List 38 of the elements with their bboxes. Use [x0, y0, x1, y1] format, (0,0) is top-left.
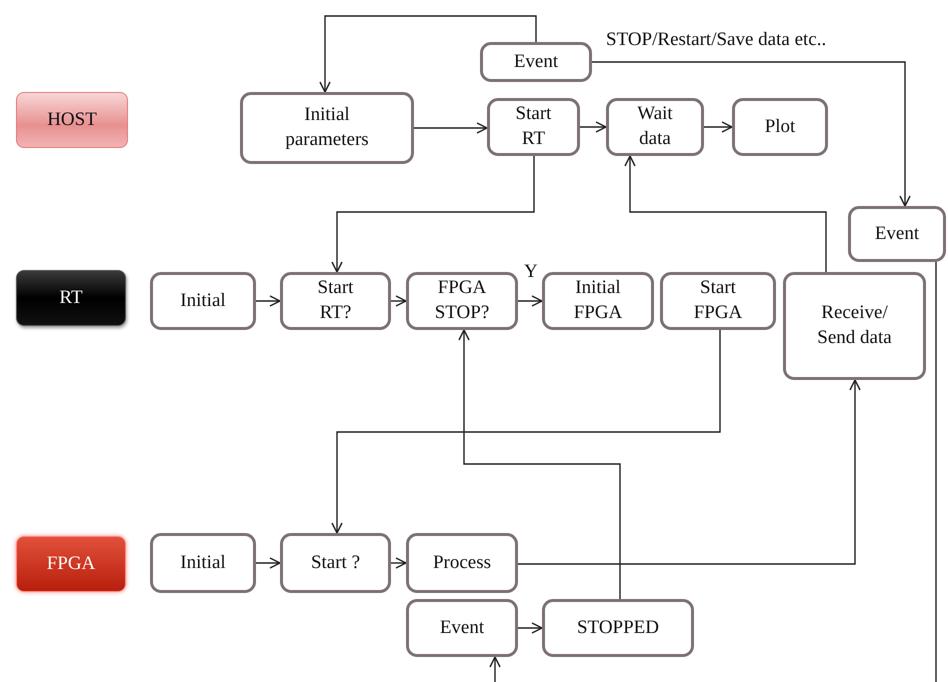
arrow	[624, 155, 827, 272]
arrow	[518, 622, 543, 634]
arrow	[458, 329, 621, 599]
arrow	[319, 15, 537, 93]
process-box: FPGA STOP?	[406, 272, 518, 330]
process-box: Initial FPGA	[542, 272, 654, 330]
arrow	[256, 295, 281, 307]
arrow	[256, 557, 281, 569]
arrow	[331, 156, 535, 273]
arrow	[331, 330, 721, 534]
process-box: Start RT	[487, 98, 580, 156]
arrow	[391, 557, 407, 569]
lane-label: FPGA	[16, 536, 126, 592]
process-box: Initial	[150, 533, 256, 593]
connector-line	[935, 262, 937, 682]
arrow	[489, 656, 501, 682]
arrow	[414, 122, 488, 134]
arrow	[592, 61, 911, 207]
process-box: STOPPED	[542, 599, 694, 657]
arrow	[391, 295, 407, 307]
lane-label: HOST	[16, 92, 128, 148]
arrow	[518, 295, 543, 307]
process-box: Start FPGA	[660, 272, 776, 330]
process-box: Event	[406, 599, 518, 657]
process-box: Receive/ Send data	[783, 272, 926, 380]
process-box: Event	[480, 42, 592, 82]
lane-label: RT	[16, 270, 126, 326]
process-box: Start ?	[280, 533, 391, 593]
process-box: Initial parameters	[240, 92, 414, 164]
process-box: Wait data	[606, 98, 704, 156]
process-box: Plot	[732, 98, 828, 156]
process-box: Process	[406, 533, 518, 593]
arrow	[580, 121, 607, 133]
arrow	[704, 121, 733, 133]
arrow	[518, 379, 861, 565]
process-box: Event	[848, 206, 946, 262]
process-box: Start RT?	[280, 272, 391, 330]
process-box: Initial	[150, 272, 256, 330]
